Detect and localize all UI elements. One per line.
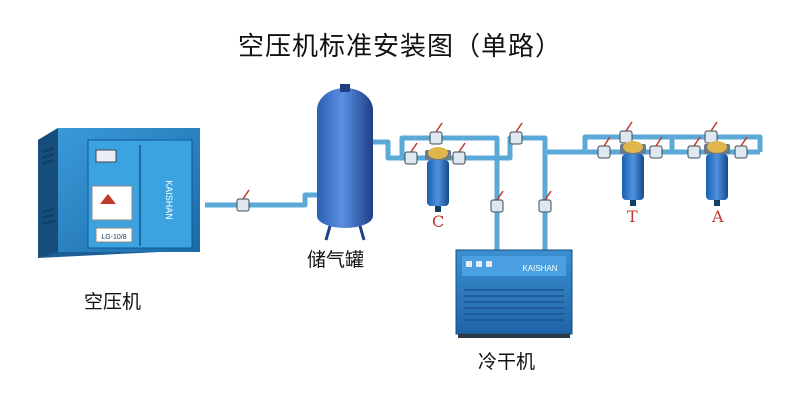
pipe-tank-outlet bbox=[372, 139, 402, 161]
valve-icon bbox=[538, 190, 552, 213]
pipe-c-bypass bbox=[399, 135, 500, 158]
pipe-compressor-to-tank bbox=[205, 192, 318, 208]
pipe-dryer-outlet bbox=[542, 149, 585, 255]
page-title: 空压机标准安装图（单路） bbox=[237, 32, 562, 62]
valve-icon bbox=[236, 189, 250, 212]
compressor-brand: KAISHAN bbox=[164, 180, 174, 220]
refrigerated-dryer: KAISHAN bbox=[455, 249, 573, 338]
filter-label-a: A bbox=[712, 207, 724, 226]
label-compressor: 空压机 bbox=[84, 291, 142, 313]
valve-icon bbox=[429, 122, 443, 145]
filter-t bbox=[620, 141, 646, 206]
label-dryer: 冷干机 bbox=[478, 351, 536, 373]
valve-icon bbox=[490, 190, 504, 213]
valves bbox=[236, 121, 748, 213]
air-compressor: LG-10/8 KAISHAN bbox=[38, 128, 200, 258]
valve-icon bbox=[734, 136, 748, 159]
valve-icon bbox=[704, 121, 718, 144]
warning-icon bbox=[100, 194, 116, 204]
filter-a bbox=[704, 141, 730, 206]
valve-icon bbox=[452, 142, 466, 165]
filter-label-c: C bbox=[432, 212, 445, 231]
valve-icon bbox=[509, 122, 523, 145]
filter-label-t: T bbox=[627, 207, 638, 226]
valve-icon bbox=[404, 142, 418, 165]
valve-icon bbox=[619, 121, 633, 144]
dryer-brand: KAISHAN bbox=[522, 264, 557, 273]
label-tank: 储气罐 bbox=[307, 249, 365, 271]
valve-icon bbox=[687, 136, 701, 159]
filter-c bbox=[425, 147, 451, 212]
compressor-model: LG-10/8 bbox=[101, 234, 126, 241]
valve-icon bbox=[597, 136, 611, 159]
air-tank bbox=[317, 84, 373, 241]
pipe-network bbox=[205, 134, 763, 255]
valve-icon bbox=[649, 136, 663, 159]
